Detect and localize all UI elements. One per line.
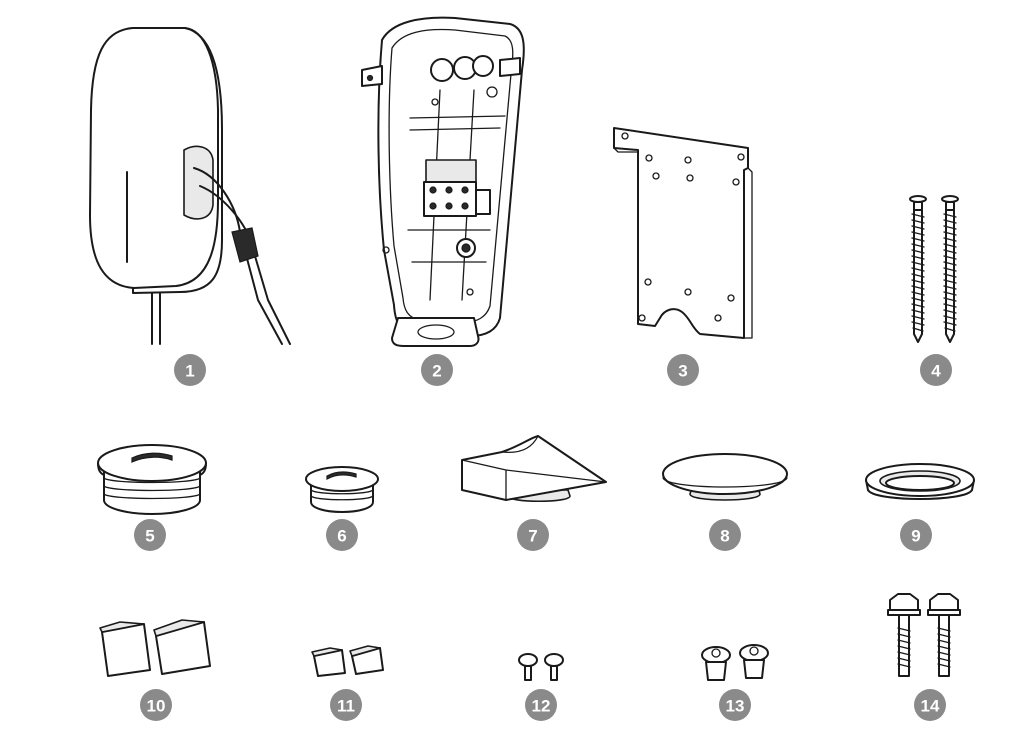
badge-number: 7 [528,527,537,546]
badge-circle [667,354,699,386]
part-badge-11: 11 [330,689,362,721]
badge-number: 3 [678,362,687,381]
part-badge-3: 3 [667,354,699,386]
grommet-ring-icon [865,463,975,500]
badge-circle [517,519,549,551]
badge-circle [900,519,932,551]
badge-circle [525,689,557,721]
hex-bolts-icon [887,593,961,677]
mounting-plate-icon [613,127,753,339]
part-badge-12: 12 [525,689,557,721]
badge-circle [174,354,206,386]
badge-number: 9 [911,527,920,546]
badge-circle [421,354,453,386]
badge-number: 8 [720,527,729,546]
badge-circle [140,689,172,721]
badge-number: 1 [185,362,194,381]
small-screws-icon [518,653,564,681]
part-badge-8: 8 [709,519,741,551]
badge-circle [709,519,741,551]
part-badge-1: 1 [174,354,206,386]
large-blanking-plug-icon [97,444,207,515]
part-badge-9: 9 [900,519,932,551]
wallbox-charger-icon [89,27,291,345]
badge-circle [326,519,358,551]
badge-number: 11 [337,697,355,716]
part-badge-10: 10 [140,689,172,721]
large-spacers-icon [99,619,211,677]
small-spacers-icon [311,645,384,677]
badge-number: 4 [931,362,941,381]
badge-number: 13 [726,697,745,716]
badge-circle [914,689,946,721]
small-blanking-plug-icon [305,466,379,513]
part-badge-14: 14 [914,689,946,721]
part-badge-13: 13 [719,689,751,721]
badge-circle [719,689,751,721]
rubber-cap-icon [662,453,788,501]
part-badge-2: 2 [421,354,453,386]
badge-number: 12 [532,697,551,716]
badge-number: 6 [337,527,346,546]
torx-screws-icon [701,644,769,681]
part-badge-6: 6 [326,519,358,551]
wood-screws-icon [909,195,959,343]
cable-entry-cover-icon [461,435,607,502]
part-badge-7: 7 [517,519,549,551]
badge-circle [330,689,362,721]
badge-number: 2 [432,362,441,381]
badge-number: 14 [921,697,940,716]
badge-number: 5 [145,527,154,546]
badge-number: 10 [147,697,166,716]
part-badge-4: 4 [920,354,952,386]
back-housing-icon [361,16,525,347]
badge-circle [920,354,952,386]
part-badge-5: 5 [134,519,166,551]
badge-circle [134,519,166,551]
